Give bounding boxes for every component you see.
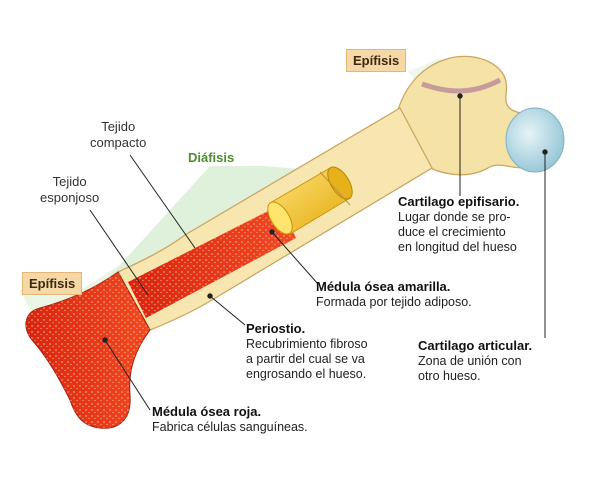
epifisis-top-tag: Epífisis [346,49,407,72]
leader-periostio [209,295,246,326]
medula-roja-annotation: Médula ósea roja. Fabrica células sanguí… [152,404,308,434]
epiphyseal-line [421,77,502,94]
cartilago-epifisario-annotation: Cartilago epifisario. Lugar donde se pro… [398,194,520,254]
epifisis-left-tag: Epífisis [22,272,83,295]
cartilago-articular-annotation: Cartilago articular. Zona de unión con o… [418,338,533,383]
leader-tejido-compacto [129,154,196,249]
tejido-compacto-label: Tejido compacto [90,119,147,150]
articular-cartilage [505,107,565,173]
periostio-annotation: Periostio. Recubrimiento fibroso a parti… [246,321,368,381]
medula-amarilla-annotation: Médula ósea amarilla. Formada por tejido… [316,279,472,309]
leader-medula-amarilla [271,231,319,285]
diafisis-label: Diáfisis [188,150,235,165]
leader-medula-roja [104,339,151,411]
leader-tejido-esponjoso [89,209,149,296]
tejido-esponjoso-label: Tejido esponjoso [40,174,100,205]
